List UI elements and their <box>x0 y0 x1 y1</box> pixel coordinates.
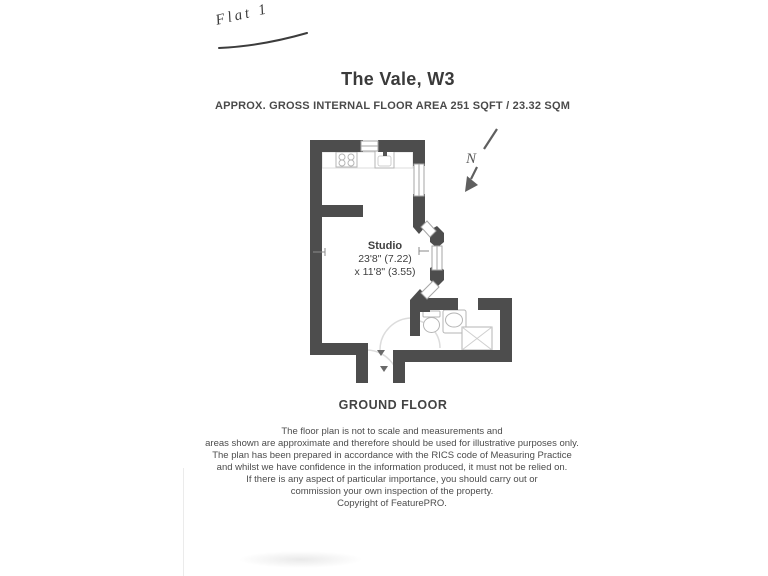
window-right-icon <box>413 163 425 197</box>
room-label: Studio <box>368 240 402 252</box>
wall-right-tip <box>413 218 425 234</box>
window-top-icon <box>360 140 379 152</box>
entrance-step-left <box>356 353 368 383</box>
disclaimer-line: commission your own inspection of the pr… <box>290 486 494 497</box>
bathroom-wall-top-left <box>426 298 458 310</box>
wall-right-mid <box>413 194 425 220</box>
bathroom-wall-bottom <box>393 350 512 362</box>
north-arrow-icon: N <box>465 128 498 192</box>
disclaimer-line: If there is any aspect of particular imp… <box>246 474 538 485</box>
room-dimensions-line2: x 11'8" (3.55) <box>355 266 416 278</box>
dimension-ticks <box>313 247 429 256</box>
walls <box>310 140 512 383</box>
page-title: The Vale, W3 <box>341 69 455 89</box>
copyright-line: Copyright of FeaturePRO. <box>337 498 447 509</box>
shower-icon <box>461 326 493 351</box>
wall-left <box>310 140 322 355</box>
entry-arrow-icon <box>380 366 388 372</box>
kitchen-sink-icon <box>374 150 395 169</box>
bay-window-upper-icon <box>420 220 437 238</box>
disclaimer-line: The floor plan is not to scale and measu… <box>281 426 503 437</box>
hob-icon <box>335 151 358 168</box>
entrance-step-right <box>393 350 405 383</box>
floor-area-subtitle: APPROX. GROSS INTERNAL FLOOR AREA 251 SQ… <box>214 100 571 112</box>
kitchen-fixtures <box>321 150 414 169</box>
room-dimensions-line1: 23'8" (7.22) <box>358 253 412 265</box>
north-label: N <box>465 151 477 167</box>
disclaimer-block: The floor plan is not to scale and measu… <box>152 426 632 510</box>
room-labels: Studio 23'8" (7.22) x 11'8" (3.55) <box>355 240 416 278</box>
bathroom-fixtures <box>422 309 493 351</box>
disclaimer-line: The plan has been prepared in accordance… <box>212 450 572 461</box>
bathroom-wall-left <box>410 310 420 336</box>
floor-plan-drawing: Studio 23'8" (7.22) x 11'8" (3.55) N <box>310 128 512 384</box>
bathroom-door-arc <box>379 317 413 351</box>
wall-bottom-left <box>310 343 368 355</box>
disclaimer-line: and whilst we have confidence in the inf… <box>216 462 568 473</box>
floor-label: GROUND FLOOR <box>338 398 448 412</box>
bay-window-lower-icon <box>420 280 440 300</box>
entry-arrow-icon <box>377 350 385 356</box>
bathroom-wall-right <box>500 298 512 362</box>
handwritten-underline <box>218 32 308 49</box>
scan-artifact-line <box>183 468 184 576</box>
wall-top-left <box>310 140 363 152</box>
entry-arrows <box>377 350 388 372</box>
wall-right-upper <box>413 140 425 166</box>
toilet-icon <box>422 310 441 333</box>
scan-artifact-smudge <box>238 551 363 568</box>
disclaimer-line: areas shown are approximate and therefor… <box>205 438 579 449</box>
windows <box>360 140 443 300</box>
wall-interior-stub <box>322 205 363 217</box>
bay-window-mid-icon <box>431 245 443 271</box>
